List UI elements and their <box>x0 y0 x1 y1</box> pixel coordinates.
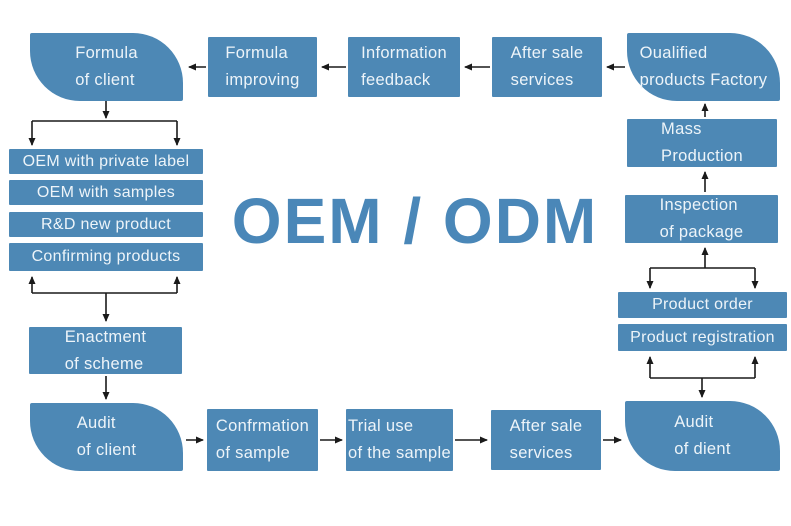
node-formula-improving: Formula improving <box>208 37 317 97</box>
node-confirming-products: Confirming products <box>9 243 203 271</box>
node-after-sale-services-top: After sale services <box>492 37 602 97</box>
node-oem-with-private-label: OEM with private label <box>9 149 203 174</box>
node-enactment-of-scheme: Enactment of scheme <box>29 327 182 374</box>
node-mass-production: Mass Production <box>627 119 777 167</box>
node-rd-new-product: R&D new product <box>9 212 203 237</box>
node-trial-use-of-sample: Trial use of the sample <box>346 409 453 471</box>
node-product-registration: Product registration <box>618 324 787 351</box>
node-audit-of-dient: Audit of dient <box>625 401 780 471</box>
node-oem-with-samples: OEM with samples <box>9 180 203 205</box>
node-after-sale-services-bottom: After sale services <box>491 410 601 470</box>
node-product-order: Product order <box>618 292 787 318</box>
node-confrmation-of-sample: Confrmation of sample <box>207 409 318 471</box>
diagram-title: OEM / ODM <box>231 185 599 257</box>
node-formula-of-client: Formula of client <box>30 33 183 101</box>
node-audit-of-client: Audit of client <box>30 403 183 471</box>
node-information-feedback: Information feedback <box>348 37 460 97</box>
node-qualified-products-factory: Oualified products Factory <box>627 33 780 101</box>
node-inspection-of-package: Inspection of package <box>625 195 778 243</box>
